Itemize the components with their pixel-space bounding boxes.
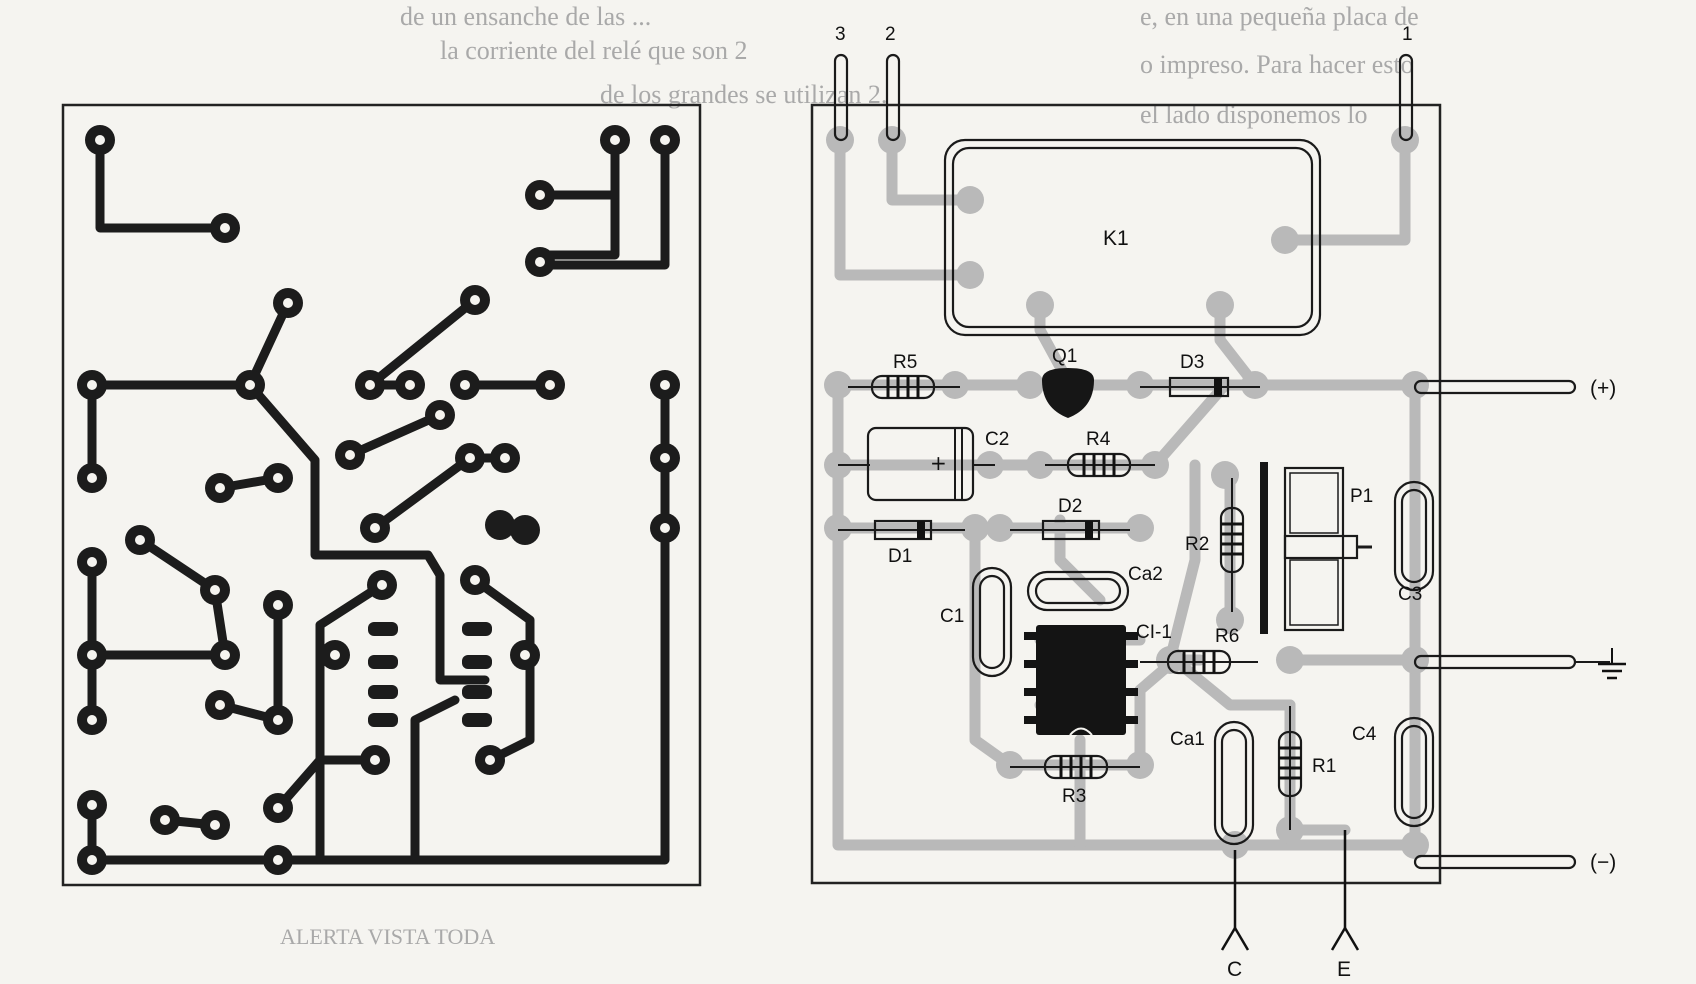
pin-1-label: 1: [1402, 24, 1413, 45]
pin-2: [885, 53, 901, 142]
lead-plus: [1413, 379, 1577, 395]
bg-text-5: o impreso. Para hacer esto: [1140, 50, 1414, 79]
resistor-r6: [1140, 649, 1258, 675]
trimpot-p1: [1260, 462, 1372, 634]
wire-e: [1330, 830, 1360, 951]
p1-label: P1: [1350, 486, 1373, 507]
capacitor-ca2: [1026, 570, 1130, 612]
minus-terminal-label: (−): [1590, 851, 1616, 874]
c4-label: C4: [1352, 724, 1377, 745]
ca2-label: Ca2: [1128, 564, 1163, 585]
ground-icon: [1598, 648, 1626, 680]
r1-label: R1: [1312, 756, 1336, 777]
c2-label: C2: [985, 429, 1009, 450]
r6-label: R6: [1215, 626, 1239, 647]
lead-ground: [1413, 654, 1610, 670]
bg-text-2: la corriente del relé que son 2: [440, 36, 748, 65]
ca1-label: Ca1: [1170, 729, 1205, 750]
resistor-r4: [1045, 452, 1155, 478]
plus-terminal-label: (+): [1590, 377, 1616, 400]
resistor-r2: [1219, 478, 1245, 612]
capacitor-c1: [971, 566, 1013, 678]
capacitor-c2: +: [838, 426, 995, 502]
r5-label: R5: [893, 352, 917, 373]
resistor-r5: [848, 374, 960, 400]
capacitor-c4: [1393, 716, 1435, 828]
ic-ci1: [1024, 625, 1138, 736]
lead-minus: [1413, 854, 1577, 870]
relay-k1: [943, 138, 1322, 337]
d3-label: D3: [1180, 352, 1204, 373]
c1-label: C1: [940, 606, 964, 627]
diode-d2: [1010, 519, 1130, 541]
left-board-outline: [61, 103, 702, 887]
pin-3: [833, 53, 849, 142]
c3-label: C3: [1398, 584, 1422, 605]
d2-label: D2: [1058, 496, 1082, 517]
bg-text-7: ALERTA VISTA TODA: [280, 924, 496, 949]
ci1-label: CI-1: [1136, 622, 1172, 643]
q1-label: Q1: [1052, 346, 1077, 367]
right-board-outline: [810, 103, 1442, 885]
capacitor-c3: [1393, 480, 1435, 592]
r2-label: R2: [1185, 534, 1209, 555]
bg-text-4: e, en una pequeña placa de: [1140, 2, 1419, 31]
r3-label: R3: [1062, 786, 1086, 807]
pcb-component-side: 3 2 1 K1 R5 Q1 D3: [810, 24, 1626, 981]
resistor-r1: [1277, 706, 1303, 830]
r4-label: R4: [1086, 429, 1111, 450]
wire-c: [1220, 850, 1250, 951]
bg-text-1: de un ensanche de las ...: [400, 2, 652, 31]
diode-d3: [1140, 376, 1260, 398]
capacitor-ca1: [1213, 720, 1255, 846]
svg-text:+: +: [930, 451, 947, 475]
pin-3-label: 3: [835, 24, 846, 45]
pcb-copper-side: [61, 103, 702, 887]
c-terminal-label: C: [1227, 958, 1242, 981]
resistor-r3: [1010, 754, 1140, 780]
pin-1: [1398, 53, 1414, 142]
pin-2-label: 2: [885, 24, 896, 45]
transistor-q1: [1042, 368, 1094, 418]
e-terminal-label: E: [1337, 958, 1351, 981]
d1-label: D1: [888, 546, 912, 567]
diode-d1: [838, 519, 965, 541]
k1-label: K1: [1103, 227, 1129, 250]
